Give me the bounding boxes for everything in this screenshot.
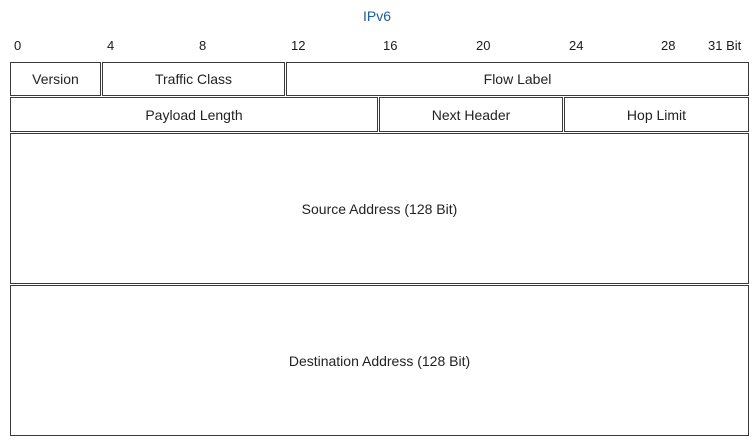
field-hop-limit: Hop Limit: [564, 97, 749, 132]
field-next-header: Next Header: [379, 97, 563, 132]
bit-tick-4: 4: [107, 38, 115, 53]
field-payload-length: Payload Length: [10, 97, 378, 132]
field-destination-address: Destination Address (128 Bit): [10, 285, 749, 436]
bit-tick-24: 24: [569, 38, 584, 53]
bit-tick-8: 8: [199, 38, 207, 53]
field-destination-address-label: Destination Address (128 Bit): [288, 352, 471, 369]
bit-tick-16: 16: [383, 38, 398, 53]
bit-tick-28: 28: [661, 38, 676, 53]
field-traffic-class: Traffic Class: [102, 62, 285, 96]
field-hop-limit-label: Hop Limit: [626, 106, 687, 123]
field-version-label: Version: [32, 71, 79, 87]
bit-tick-31: 31 Bit: [708, 38, 742, 53]
field-flow-label: Flow Label: [286, 62, 749, 96]
diagram-title: IPv6: [362, 8, 391, 24]
field-source-address: Source Address (128 Bit): [10, 133, 749, 284]
field-version: Version: [10, 62, 101, 96]
field-source-address-label: Source Address (128 Bit): [301, 200, 458, 217]
bit-tick-0: 0: [14, 38, 22, 53]
bit-tick-20: 20: [476, 38, 491, 53]
field-next-header-label: Next Header: [431, 106, 511, 123]
field-payload-length-label: Payload Length: [145, 106, 243, 123]
bit-tick-12: 12: [291, 38, 306, 53]
field-traffic-class-label: Traffic Class: [154, 71, 232, 87]
field-flow-label-label: Flow Label: [483, 71, 552, 87]
